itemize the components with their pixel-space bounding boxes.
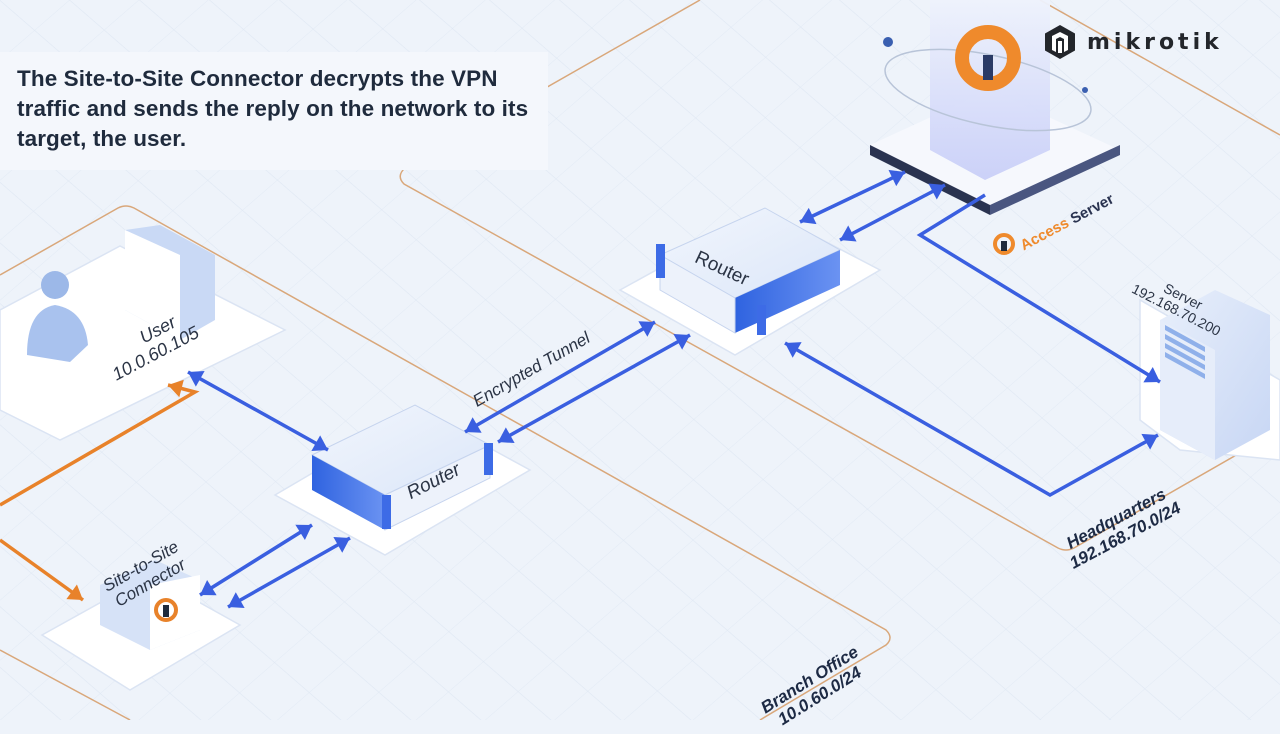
- zone-border-hq: [399, 0, 1280, 551]
- link-tunnel-in-head: [673, 333, 690, 350]
- mikrotik-hex-icon: [1045, 25, 1075, 59]
- link-connector-user-a-tail: [66, 584, 83, 600]
- brand-name: mikrotik: [1087, 29, 1223, 55]
- link-tunnel-in-tail: [498, 427, 515, 444]
- link-router-server-head: [1141, 433, 1158, 450]
- link-connector-out: [199, 523, 313, 597]
- access-server-cube-icon: [870, 0, 1120, 215]
- link-tunnel-out: [464, 320, 656, 434]
- caption-panel: [0, 52, 548, 170]
- link-router-server: [784, 341, 1159, 498]
- link-connector-user-a: [0, 538, 85, 602]
- link-tunnel-in: [497, 333, 691, 444]
- router-icon: [656, 207, 842, 335]
- link-user-branch-router: [187, 370, 329, 452]
- link-router-as-out-head: [888, 169, 905, 187]
- access-server-logo-icon: [993, 233, 1015, 255]
- link-connector-in-head: [333, 537, 350, 553]
- link-router-as-out-tail: [800, 207, 817, 225]
- user-workstation-icon: [27, 225, 215, 362]
- openvpn-keyhole-icon: [100, 560, 200, 650]
- brand-logo: mikrotik: [1043, 22, 1223, 62]
- link-connector-in: [227, 536, 351, 609]
- link-connector-in-tail: [228, 592, 245, 608]
- link-user-branch-router-head: [311, 435, 328, 452]
- caption-text: The Site-to-Site Connector decrypts the …: [17, 66, 529, 151]
- link-tunnel-out-tail: [465, 417, 482, 433]
- link-connector-out-head: [295, 524, 312, 541]
- link-connector-out-tail: [200, 579, 217, 596]
- server-tower-icon: [1160, 290, 1270, 460]
- link-user-branch-router-tail: [188, 370, 205, 387]
- link-tunnel-out-head: [638, 321, 655, 337]
- zone-border-branch: [0, 205, 891, 720]
- link-router-server-tail: [785, 342, 802, 358]
- link-router-as-in-head: [928, 183, 945, 200]
- link-router-as-out: [799, 170, 906, 224]
- link-router-as-in-tail: [840, 225, 857, 242]
- link-router-as-in: [839, 183, 946, 242]
- link-as-server-head: [1143, 367, 1160, 383]
- links: [0, 169, 1161, 609]
- link-as-server: [916, 193, 1161, 384]
- router-icon: [310, 404, 493, 531]
- link-connector-user-b-head: [168, 379, 184, 398]
